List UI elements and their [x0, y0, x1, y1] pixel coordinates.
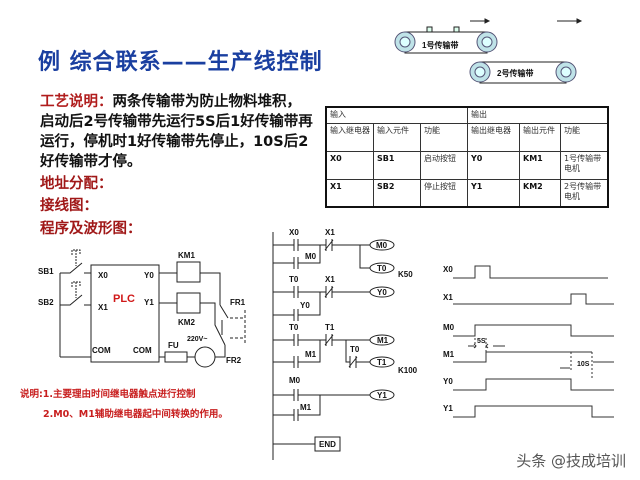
col-header: 功能	[560, 122, 609, 152]
fr1-label: FR1	[230, 298, 246, 307]
r1-coil-m0: M0	[376, 241, 388, 250]
wave-label-m0: M0	[443, 323, 455, 332]
r1-contact-x0: X0	[289, 228, 299, 237]
cell: 1号传输带电机	[560, 150, 609, 180]
plc-label: PLC	[113, 293, 135, 305]
cell: KM1	[519, 150, 561, 180]
cell: Y1	[467, 178, 520, 208]
cell: Y0	[467, 150, 520, 180]
delay-5s-label: 5S	[477, 338, 486, 345]
col-header: 功能	[420, 122, 468, 152]
description-label: 工艺说明：	[40, 94, 113, 110]
r3-contact-t0: T0	[289, 323, 299, 332]
wave-y0	[453, 378, 614, 391]
r3-contact-t0-nc: T0	[350, 345, 360, 354]
wiring-diagram: SB1 SB2 X0 X1 Y0 Y1 PLC COM COM KM1 KM2 …	[38, 249, 246, 368]
voltage-label: 220V~	[187, 336, 207, 343]
sb2-label: SB2	[38, 298, 54, 307]
r3-branch-m1: M1	[305, 350, 317, 359]
r4-coil-y1: Y1	[377, 391, 387, 400]
wave-x0	[453, 265, 608, 279]
wave-label-x1: X1	[443, 293, 453, 302]
r2-branch-y0: Y0	[300, 301, 310, 310]
wave-label-y0: Y0	[443, 377, 453, 386]
conveyor-2: 2号传输带	[469, 18, 583, 84]
r4-branch-m1: M1	[300, 403, 312, 412]
wave-m1	[453, 351, 592, 363]
note-2: 2.M0、M1辅助继电器起中间转换的作用。	[43, 409, 228, 420]
timing-diagram: X0 X1 M0 M1 Y0 Y1 5S 10S	[443, 265, 614, 418]
r3-contact-t1: T1	[325, 323, 335, 332]
wave-label-m1: M1	[443, 350, 455, 359]
r1-contact-x1: X1	[325, 228, 335, 237]
x0-terminal: X0	[98, 271, 108, 280]
cell: X0	[325, 150, 374, 180]
description-text: 两条传输带为防止物料堆积，启动后2号传输带先运行5S后1好传输带再运行，停机时1…	[40, 94, 313, 170]
cell: X1	[325, 178, 374, 208]
col-header: 输入元件	[373, 122, 421, 152]
address-heading: 地址分配：	[40, 176, 113, 192]
cell: SB1	[373, 150, 421, 180]
belt2-label: 2号传输带	[497, 68, 533, 78]
r2-contact-t0: T0	[289, 275, 299, 284]
wave-x1	[453, 293, 614, 305]
wave-m0	[453, 324, 614, 337]
program-heading: 程序及波形图：	[40, 221, 142, 237]
cell: KM2	[519, 178, 561, 208]
cell: SB2	[373, 178, 421, 208]
com-right: COM	[133, 346, 152, 355]
r3-coil-m1: M1	[377, 336, 389, 345]
r1-branch-m0: M0	[305, 252, 317, 261]
fr2-label: FR2	[226, 356, 242, 365]
belt1-label: 1号传输带	[422, 40, 458, 50]
delay-10s-label: 10S	[577, 361, 590, 368]
wave-y1	[453, 405, 614, 418]
x1-terminal: X1	[98, 303, 108, 312]
watermark: 头条 @技成培训	[516, 452, 626, 470]
r3-coil-t1: T1	[377, 358, 387, 367]
slide-title: 例 综合联系——生产线控制	[38, 50, 323, 75]
sb1-label: SB1	[38, 267, 54, 276]
r2-contact-x1: X1	[325, 275, 335, 284]
cell: 启动按钮	[420, 150, 468, 180]
col-header: 输入继电器	[325, 122, 374, 152]
r3-k100: K100	[398, 366, 418, 375]
wiring-heading: 接线图：	[40, 198, 98, 214]
km2-label: KM2	[178, 318, 195, 327]
wave-label-x0: X0	[443, 265, 453, 274]
cell: 2号传输带电机	[560, 178, 609, 208]
conveyor-1: 1号传输带	[394, 18, 498, 54]
note-1: 说明:1.主要理由时间继电器触点进行控制	[20, 389, 196, 400]
end-instruction: END	[319, 440, 336, 449]
y1-terminal: Y1	[144, 298, 154, 307]
r4-contact-m0: M0	[289, 376, 301, 385]
r1-coil-t0: T0	[377, 264, 387, 273]
process-description: 工艺说明：两条传输带为防止物料堆积，启动后2号传输带先运行5S后1好传输带再运行…	[40, 92, 315, 172]
col-header: 输出元件	[519, 122, 561, 152]
r2-coil-y0: Y0	[377, 288, 387, 297]
km1-label: KM1	[178, 251, 195, 260]
ladder-diagram: X0 X1 M0 M0 T0 K50 T0 X1 Y0 Y0 T0 T1 M1 …	[272, 228, 418, 460]
com-left: COM	[92, 346, 111, 355]
fu-label: FU	[168, 341, 179, 350]
y0-terminal: Y0	[144, 271, 154, 280]
r1-k50: K50	[398, 270, 413, 279]
cell: 停止按钮	[420, 178, 468, 208]
wave-label-y1: Y1	[443, 404, 453, 413]
